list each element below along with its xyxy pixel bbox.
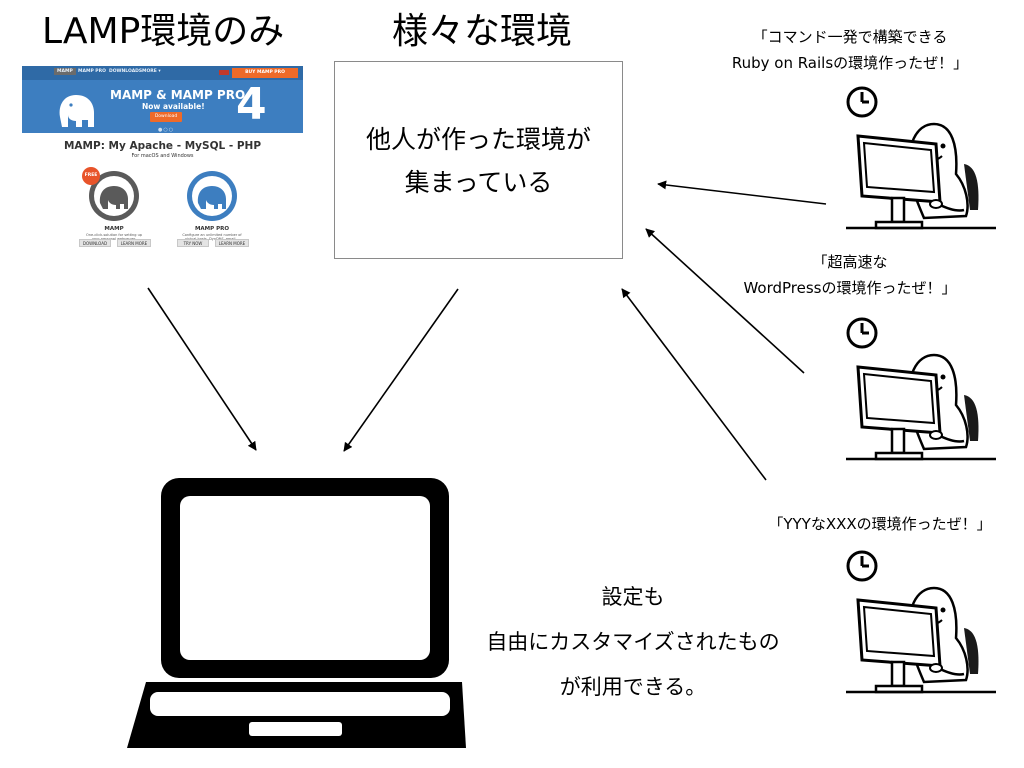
bottom-text: 設定も 自由にカスタマイズされたもの が利用できる。 — [448, 575, 818, 710]
mamp-product-desc: One-click-solution for setting up your p… — [79, 233, 149, 241]
mamp-product-desc-line: One-click-solution for setting up — [85, 233, 143, 237]
quote-yyy: 「YYYなXXXの環境作ったぜ！」 — [768, 515, 992, 533]
box-text-line: 集まっている — [404, 168, 553, 197]
flag-icon — [219, 70, 229, 75]
quote-rails-line: Ruby on Railsの環境作ったぜ！」 — [731, 54, 969, 72]
person-at-computer-icon — [844, 550, 998, 694]
mamp-product-desc-line: your personal webserver. — [91, 237, 137, 241]
mamp-nav-item: MORE ▾ — [142, 69, 161, 74]
person-at-computer-icon — [844, 317, 998, 461]
mamp-pro-product-name: MAMP PRO — [194, 226, 230, 232]
bottom-text-line: が利用できる。 — [559, 675, 707, 699]
mamp-version: 4 — [236, 79, 267, 130]
laptop-icon — [127, 478, 466, 748]
person-at-computer-icon — [844, 86, 998, 230]
lamp-heading: LAMP環境のみ — [42, 11, 285, 52]
arrow-icon — [343, 288, 459, 452]
arrow-icon — [645, 228, 805, 374]
quote-rails-line: 「コマンド一発で構築できる — [752, 28, 948, 46]
mamp-download-button: Download — [150, 112, 182, 122]
mamp-hero-title: MAMP & MAMP PRO — [110, 88, 246, 102]
box-text-line: 他人が作った環境が — [365, 125, 591, 154]
mamp-pro-product-desc: Configure an unlimited number of virtual… — [177, 233, 247, 241]
mamp-website-thumbnail: MAMP MAMP PRO DOWNLOADS MORE ▾ BUY MAMP … — [22, 66, 303, 249]
mamp-hero-subtitle: Now available! — [142, 102, 205, 111]
bottom-text-line: 自由にカスタマイズされたもの — [486, 630, 780, 654]
arrow-icon — [657, 180, 827, 205]
mamp-pro-product-desc-line: Configure an unlimited number of — [182, 233, 242, 237]
quote-rails: 「コマンド一発で構築できる Ruby on Railsの環境作ったぜ！」 — [700, 24, 1000, 76]
mamp-nav-item: MAMP — [54, 68, 76, 75]
various-heading: 様々な環境 — [392, 11, 573, 52]
mamp-nav-item: DOWNLOADS — [109, 69, 143, 74]
bottom-text-line: 設定も — [601, 585, 665, 609]
mamp-hero: MAMP MAMP PRO DOWNLOADS MORE ▾ BUY MAMP … — [22, 66, 303, 133]
quote-wordpress-line: 「超高速な — [812, 253, 888, 271]
box-text: 他人が作った環境が 集まっている — [335, 118, 622, 204]
mamp-pro-try-now-button: TRY NOW — [177, 239, 209, 247]
mamp-learn-more-button: LEARN MORE — [117, 239, 151, 247]
mamp-nav-item: MAMP PRO — [78, 69, 106, 74]
mamp-pro-product-desc-line: virtual hosts, DynDNS, email... — [185, 237, 239, 241]
mamp-download-small-button: DOWNLOAD — [79, 239, 111, 247]
quote-wordpress-line: WordPressの環境作ったぜ！」 — [743, 279, 957, 297]
quote-wordpress: 「超高速な WordPressの環境作ったぜ！」 — [710, 249, 990, 301]
buy-mamp-pro-button: BUY MAMP PRO — [232, 68, 298, 78]
mamp-page-subheading: For macOS and Windows — [131, 153, 194, 159]
arrow-icon — [621, 288, 767, 481]
arrow-icon — [147, 287, 257, 451]
free-badge: FREE — [82, 167, 100, 185]
mamp-product-name: MAMP — [104, 226, 124, 232]
shared-environments-box: 他人が作った環境が 集まっている — [334, 61, 623, 259]
elephant-icon — [59, 95, 94, 127]
mamp-page-heading: MAMP: My Apache - MySQL - PHP — [63, 140, 262, 152]
mamp-pro-logo-icon — [187, 171, 237, 221]
carousel-dots: ●○○ — [158, 127, 175, 133]
mamp-logo-icon — [89, 171, 139, 221]
mamp-nav: MAMP MAMP PRO DOWNLOADS MORE ▾ BUY MAMP … — [22, 66, 303, 80]
mamp-pro-learn-more-button: LEARN MORE — [215, 239, 249, 247]
